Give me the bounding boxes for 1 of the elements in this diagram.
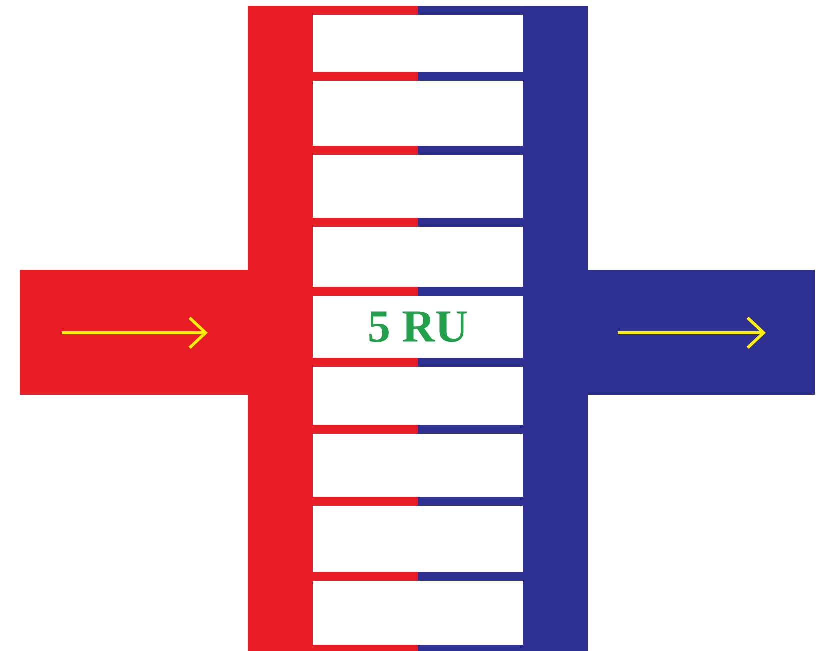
channel-label: 5 RU	[370, 312, 468, 342]
